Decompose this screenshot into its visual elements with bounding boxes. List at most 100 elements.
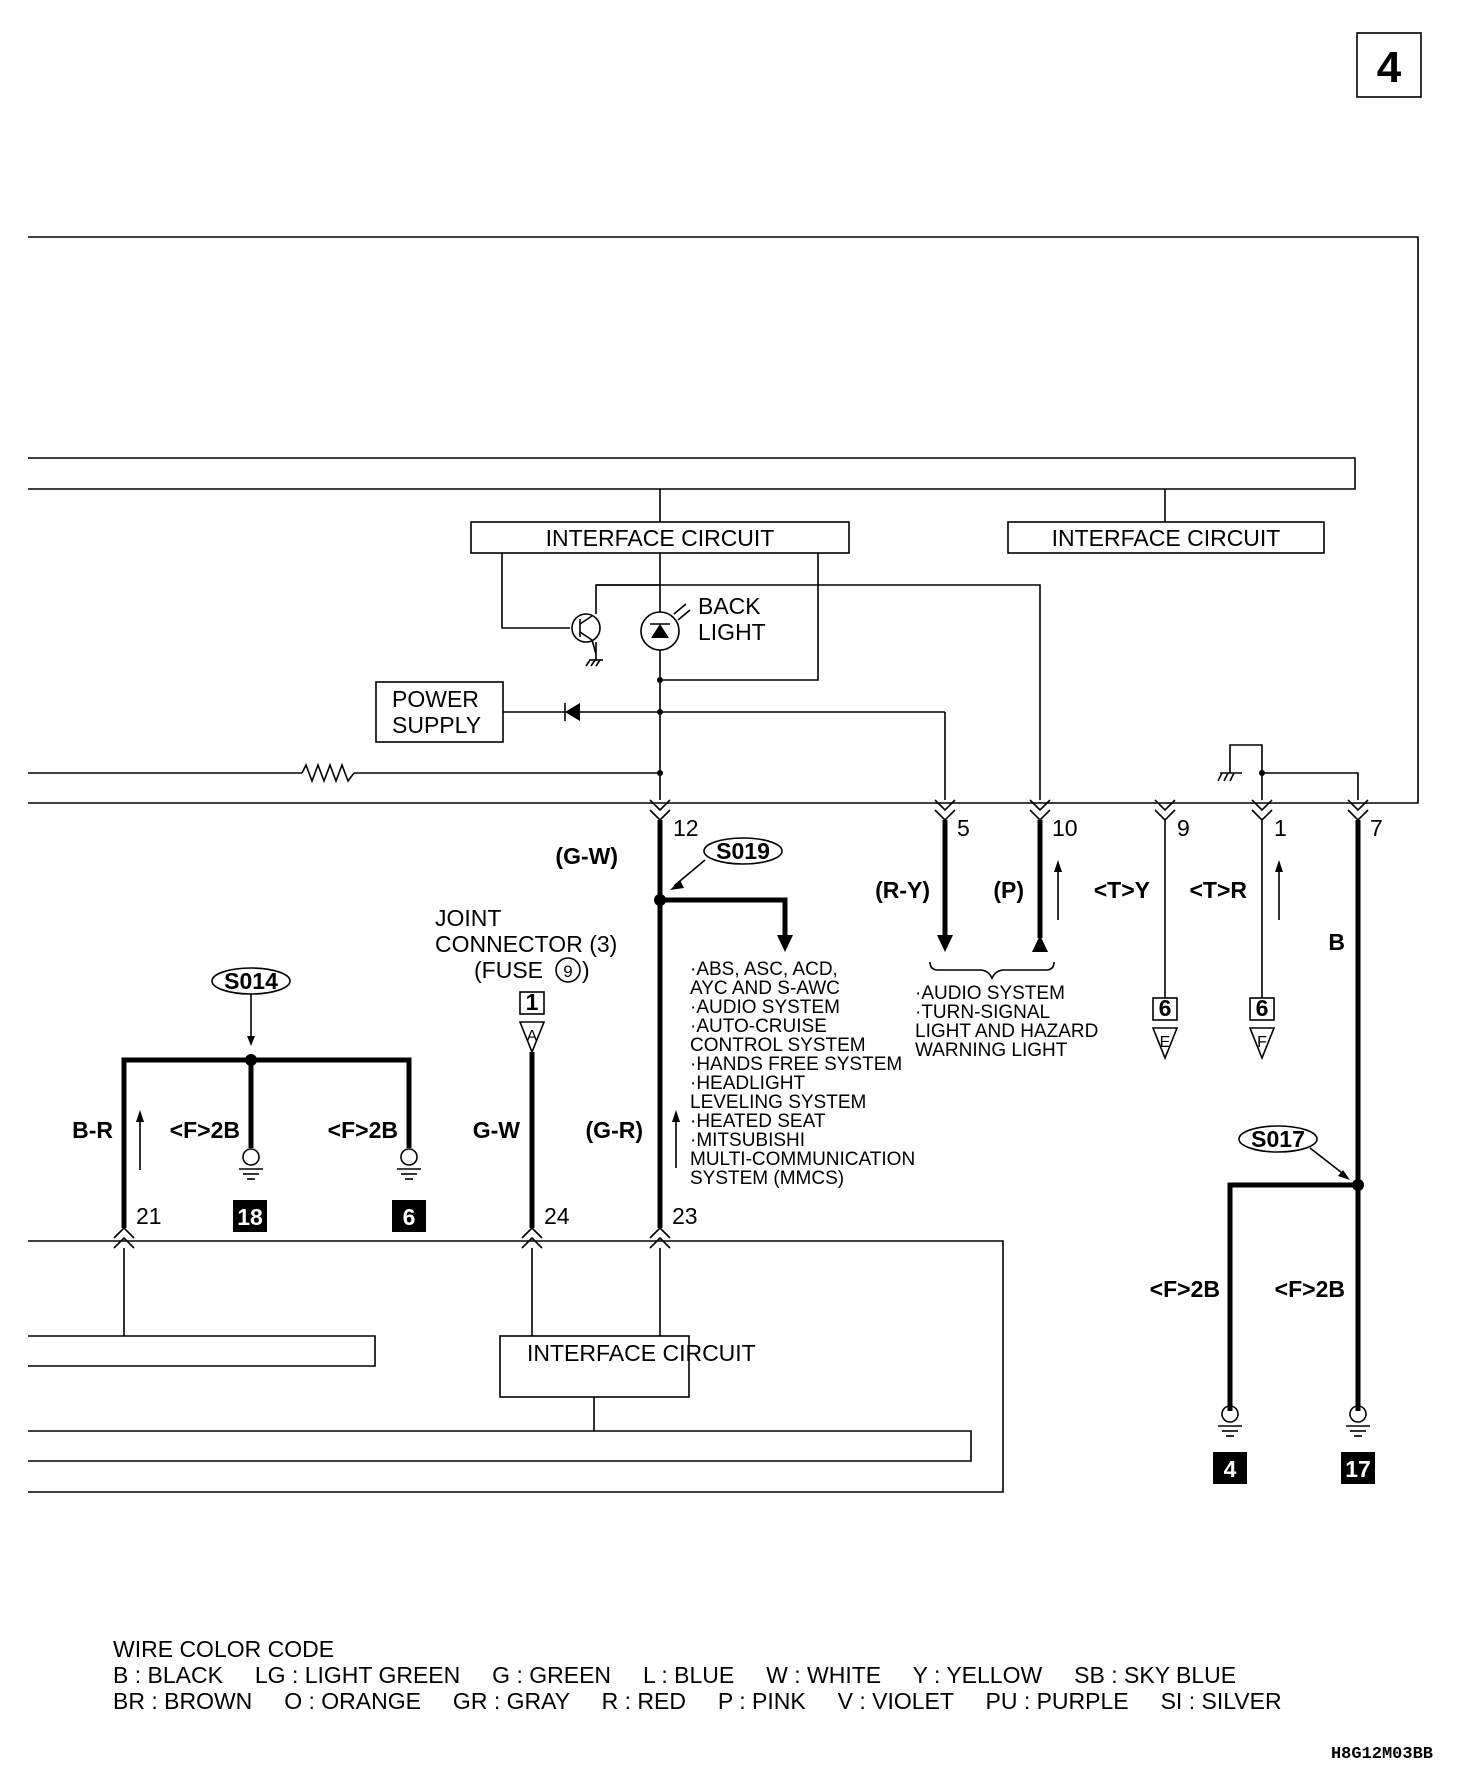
back-light-label-2: LIGHT [698,619,766,645]
svg-text:MULTI-COMMUNICATION: MULTI-COMMUNICATION [690,1149,915,1170]
joint-connector-1: 1 A [518,989,546,1055]
interface-circuit-1: INTERFACE CIRCUIT [470,521,850,554]
svg-text:WARNING LIGHT: WARNING LIGHT [915,1040,1068,1061]
ground-point-6: 6 [392,1200,426,1232]
wire-color-23: (G-R) [586,1117,643,1143]
svg-text:·AUDIO SYSTEM: ·AUDIO SYSTEM [690,997,840,1018]
ground-icon [397,1148,421,1180]
led-back-light-icon [640,603,691,651]
svg-text:·HANDS FREE SYSTEM: ·HANDS FREE SYSTEM [690,1054,902,1075]
splice-s017: S017 [1238,1125,1350,1180]
signal-direction-arrow-icon [672,1110,680,1168]
svg-text:·HEADLIGHT: ·HEADLIGHT [690,1073,805,1094]
wire-color-21: B-R [72,1117,113,1143]
pin-12: 12 [673,815,699,841]
pin-10: 10 [1052,815,1078,841]
ground-icon [239,1148,263,1180]
splice-s014: S014 [211,967,291,1046]
svg-text:·MITSUBISHI: ·MITSUBISHI [690,1130,805,1151]
arrow-up-icon [1032,935,1048,952]
svg-text:CONNECTOR (3): CONNECTOR (3) [435,931,617,957]
ground-icon [1346,1405,1370,1437]
wire-color-code-line-2: BR : BROWN O : ORANGE GR : GRAY R : RED … [113,1688,1282,1714]
figure-id: H8G12M03BB [1331,1745,1433,1764]
ground-point-17: 17 [1341,1452,1375,1484]
svg-text:POWER: POWER [392,686,479,712]
svg-text:·AUTO-CRUISE: ·AUTO-CRUISE [690,1016,827,1037]
interface-circuit-3: INTERFACE CIRCUIT [499,1335,756,1398]
pin-7: 7 [1370,815,1383,841]
wire-color-5: (R-Y) [875,877,930,903]
svg-text:6: 6 [403,1204,416,1230]
svg-text:INTERFACE CIRCUIT: INTERFACE CIRCUIT [546,525,775,551]
pin-chevrons-bottom [113,1226,671,1249]
svg-text:·ABS, ASC, ACD,: ·ABS, ASC, ACD, [690,959,838,980]
svg-text:·TURN-SIGNAL: ·TURN-SIGNAL [915,1002,1050,1023]
lower-ecu-outline [28,1240,1004,1493]
wire-color-g6: <F>2B [328,1117,398,1143]
svg-text:9: 9 [563,962,572,981]
ecu-outline [28,236,1419,804]
svg-text:F: F [1257,1034,1267,1051]
diode-icon [564,703,580,721]
svg-text:SUPPLY: SUPPLY [392,712,481,738]
svg-text:CONTROL SYSTEM: CONTROL SYSTEM [690,1035,866,1056]
pin-1: 1 [1274,815,1287,841]
svg-text:·AUDIO SYSTEM: ·AUDIO SYSTEM [915,983,1065,1004]
svg-text:JOINT: JOINT [435,905,501,931]
arrow-down-icon [777,935,793,952]
wire-color-code-line-1: B : BLACK LG : LIGHT GREEN G : GREEN L :… [113,1662,1236,1688]
back-light-label-1: BACK [698,593,761,619]
svg-text:(FUSE: (FUSE [474,957,543,983]
ecu-ground-icon [1217,772,1242,782]
wire-color-7: B [1328,929,1345,955]
svg-text:S019: S019 [716,838,770,864]
power-supply-box: POWER SUPPLY [375,681,504,743]
pin-21: 21 [136,1203,162,1229]
svg-text:A: A [527,1028,538,1045]
svg-text:AYC AND S-AWC: AYC AND S-AWC [690,978,840,999]
svg-text:LEVELING SYSTEM: LEVELING SYSTEM [690,1092,866,1113]
wire-color-g4: <F>2B [1150,1276,1220,1302]
wire-color-g18: <F>2B [170,1117,240,1143]
ground-point-18: 18 [233,1200,267,1232]
page-number-box [1356,32,1422,98]
systems-list-1: ·ABS, ASC, ACD, AYC AND S-AWC ·AUDIO SYS… [690,959,915,1189]
svg-text:1: 1 [526,989,539,1015]
svg-text:INTERFACE CIRCUIT: INTERFACE CIRCUIT [1052,525,1281,551]
svg-text:INTERFACE CIRCUIT: INTERFACE CIRCUIT [527,1340,756,1366]
svg-text:): ) [582,957,590,983]
svg-text:·HEATED SEAT: ·HEATED SEAT [690,1111,826,1132]
transistor-ground-icon [585,642,603,667]
pin-23: 23 [672,1203,698,1229]
ground-point-4: 4 [1213,1452,1247,1484]
svg-text:17: 17 [1345,1456,1371,1482]
wire-color-12: (G-W) [555,843,618,869]
signal-direction-arrow-icon [1054,860,1062,920]
ground-icon [1218,1405,1242,1437]
pin-5: 5 [957,815,970,841]
svg-text:LIGHT AND HAZARD: LIGHT AND HAZARD [915,1021,1098,1042]
systems-list-2: ·AUDIO SYSTEM ·TURN-SIGNAL LIGHT AND HAZ… [915,983,1098,1061]
splice-s019: S019 [670,837,783,890]
resistor-icon [301,762,355,784]
wire-color-1: <T>R [1189,877,1247,903]
arrow-down-icon [937,935,953,952]
wire-color-code: WIRE COLOR CODE B : BLACK LG : LIGHT GRE… [113,1636,1282,1714]
connector-6f: 6 F [1248,995,1276,1061]
wire-color-g17: <F>2B [1275,1276,1345,1302]
joint-connector-label: JOINT CONNECTOR (3) (FUSE 9 ) [435,905,617,983]
page-number: 4 [1377,43,1402,92]
wire-color-24: G-W [473,1117,521,1143]
signal-direction-arrow-icon [136,1110,144,1170]
svg-text:6: 6 [1159,995,1172,1021]
svg-text:18: 18 [237,1204,263,1230]
wire-color-code-title: WIRE COLOR CODE [113,1636,334,1662]
svg-text:4: 4 [1224,1456,1237,1482]
connector-6e: 6 E [1151,995,1179,1061]
pin-24: 24 [544,1203,570,1229]
svg-text:SYSTEM (MMCS): SYSTEM (MMCS) [690,1168,844,1189]
pin-9: 9 [1177,815,1190,841]
inner-bus [28,457,1356,490]
